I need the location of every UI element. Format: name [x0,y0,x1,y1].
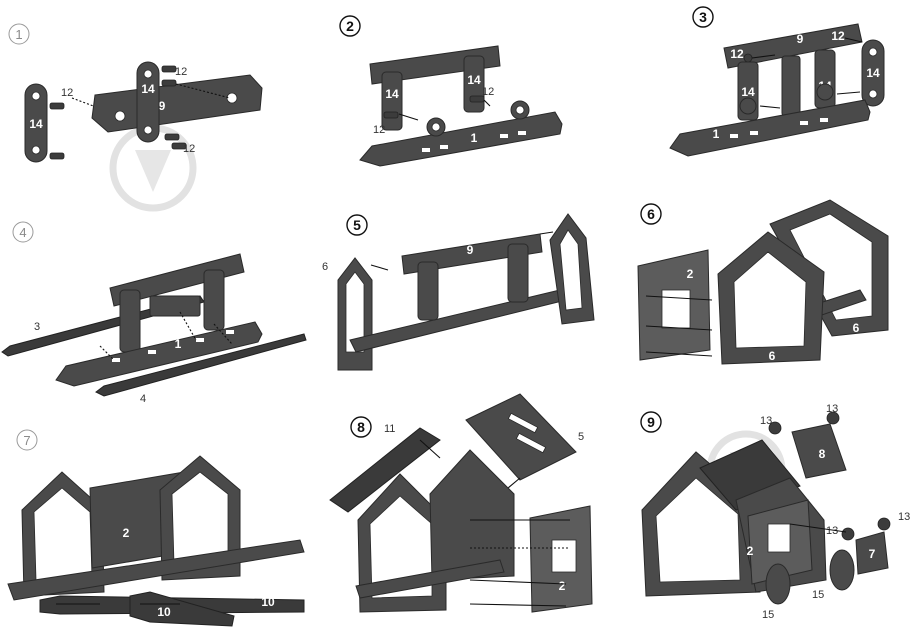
svg-text:12: 12 [730,47,744,61]
svg-text:14: 14 [467,73,481,87]
svg-text:5: 5 [578,431,584,443]
svg-text:15: 15 [762,609,774,621]
svg-text:14: 14 [866,66,880,80]
panel-7 [855,531,889,575]
step-6-marker: 6 [640,203,662,225]
board-1 [669,99,871,157]
svg-text:11: 11 [384,423,395,435]
svg-text:7: 7 [23,433,30,448]
svg-text:14: 14 [385,87,399,101]
svg-text:2: 2 [559,579,566,593]
step-4-marker: 4 [12,221,34,243]
svg-text:10: 10 [157,605,171,619]
board-9-top [369,45,501,85]
step-8-panel: 8 11 5 2 [329,393,593,613]
svg-text:2: 2 [747,544,754,558]
step-2-panel: 2 14 14 12 12 1 [339,15,563,167]
board-1 [359,111,563,167]
svg-text:8: 8 [357,419,365,435]
svg-text:13: 13 [826,525,838,537]
svg-text:1: 1 [471,131,478,145]
svg-text:4: 4 [19,225,26,240]
step-5-panel: 5 6 9 [322,213,595,371]
step-8-marker: 8 [350,416,372,438]
svg-text:6: 6 [853,321,860,335]
svg-text:9: 9 [467,243,474,257]
step-3-marker: 3 [692,6,714,28]
step-5-marker: 5 [346,214,368,236]
svg-text:3: 3 [34,321,40,333]
svg-text:2: 2 [346,18,354,34]
plate-14-detached [861,39,885,107]
svg-text:13: 13 [898,511,910,523]
plate-14-center [136,61,160,143]
svg-text:1: 1 [713,127,720,141]
svg-text:13: 13 [760,415,772,427]
step-7-panel: 7 2 10 10 [7,429,305,627]
svg-text:5: 5 [353,217,361,233]
plate-14-a [381,71,403,131]
step-9-panel: 9 2 15 15 13 13 8 7 13 13 [640,403,910,621]
step-9-marker: 9 [640,411,662,433]
svg-text:3: 3 [699,9,707,25]
svg-text:8: 8 [819,447,826,461]
board-1 [55,321,263,387]
svg-text:7: 7 [869,547,876,561]
svg-text:9: 9 [797,32,804,46]
panel-8 [791,423,847,479]
step-3-panel: 3 9 12 12 14 14 14 1 [669,6,885,157]
roof-11 [329,427,441,513]
svg-text:12: 12 [373,124,385,136]
svg-text:12: 12 [831,29,845,43]
step-6-panel: 6 6 2 6 [637,199,889,365]
svg-text:4: 4 [140,393,146,405]
svg-text:10: 10 [261,595,275,609]
svg-text:2: 2 [123,526,130,540]
step-7-marker: 7 [16,429,38,451]
svg-text:12: 12 [175,66,187,78]
svg-text:12: 12 [183,143,195,155]
svg-text:2: 2 [687,267,694,281]
step-2-marker: 2 [339,15,361,37]
svg-text:12: 12 [61,87,73,99]
svg-text:14: 14 [141,82,155,96]
svg-text:14: 14 [741,85,755,99]
svg-text:9: 9 [647,414,655,430]
svg-text:6: 6 [322,261,328,273]
svg-text:13: 13 [826,403,838,415]
svg-text:6: 6 [769,349,776,363]
svg-text:1: 1 [15,27,22,42]
plate-14-left [24,83,48,163]
svg-text:9: 9 [159,99,166,113]
step-1-marker: 1 [8,23,30,45]
svg-text:1: 1 [175,337,182,351]
svg-text:15: 15 [812,589,824,601]
svg-text:6: 6 [647,206,655,222]
svg-text:14: 14 [29,117,43,131]
step-4-panel: 4 3 4 1 [1,221,307,405]
rail-4 [95,333,307,397]
step-1-panel: 1 14 12 9 14 12 12 [8,23,263,212]
board-9 [91,74,263,133]
svg-text:12: 12 [482,86,494,98]
